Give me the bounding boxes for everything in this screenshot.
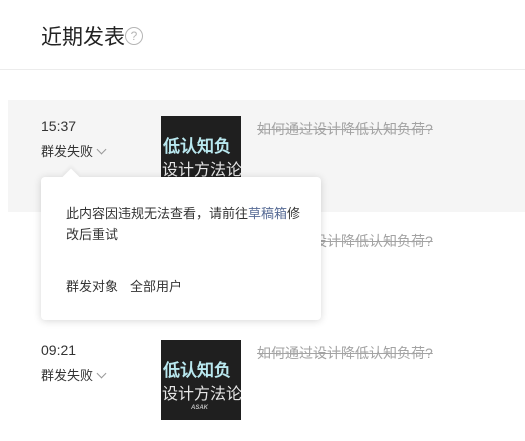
post-status-label: 群发失败 [41,144,94,159]
post-title-link[interactable]: 如何通过设计降低认知负荷? [257,345,433,361]
popover-message-text: 此内容因违规无法查看，请前往 [66,206,249,221]
popover-message-text: 修改后重试 [66,206,301,242]
post-title-link[interactable]: 如何通过设计降低认知负荷? [257,121,433,137]
chevron-down-icon [96,368,107,379]
post-status-dropdown[interactable]: 群发失败 [41,365,107,384]
thumbnail-subline: 设计方法论 [162,162,241,179]
post-status-label: 群发失败 [41,368,94,383]
post-row[interactable]: 09:21 群发失败 低认知负 设计方法论 ASAK 如何通过设计降低认知负荷? [8,324,525,436]
thumbnail-headline: 低认知负 [163,361,231,380]
section-title: 近期发表 [41,26,125,49]
thumbnail-brand-logo: ASAK [191,405,209,411]
header-divider [0,69,525,70]
target-value: 全部用户 [130,279,183,294]
chevron-down-icon [96,144,107,155]
thumbnail-headline: 低认知负 [163,137,231,156]
post-status-dropdown[interactable]: 群发失败 [41,141,107,160]
failure-reason-popover: 此内容因违规无法查看，请前往草稿箱修改后重试 群发对象全部用户 [41,168,321,320]
post-time: 09:21 [41,342,77,358]
popover-message: 此内容因违规无法查看，请前往草稿箱修改后重试 [66,203,301,245]
post-thumbnail[interactable]: 低认知负 设计方法论 ASAK [161,340,241,420]
post-time: 15:37 [41,118,77,134]
target-label: 群发对象 [66,279,119,294]
drafts-link[interactable]: 草稿箱 [248,206,288,221]
popover-target: 群发对象全部用户 [66,276,182,295]
section-header: 近期发表 ? [0,0,525,70]
thumbnail-subline: 设计方法论 [162,386,241,403]
help-icon[interactable]: ? [125,27,143,45]
